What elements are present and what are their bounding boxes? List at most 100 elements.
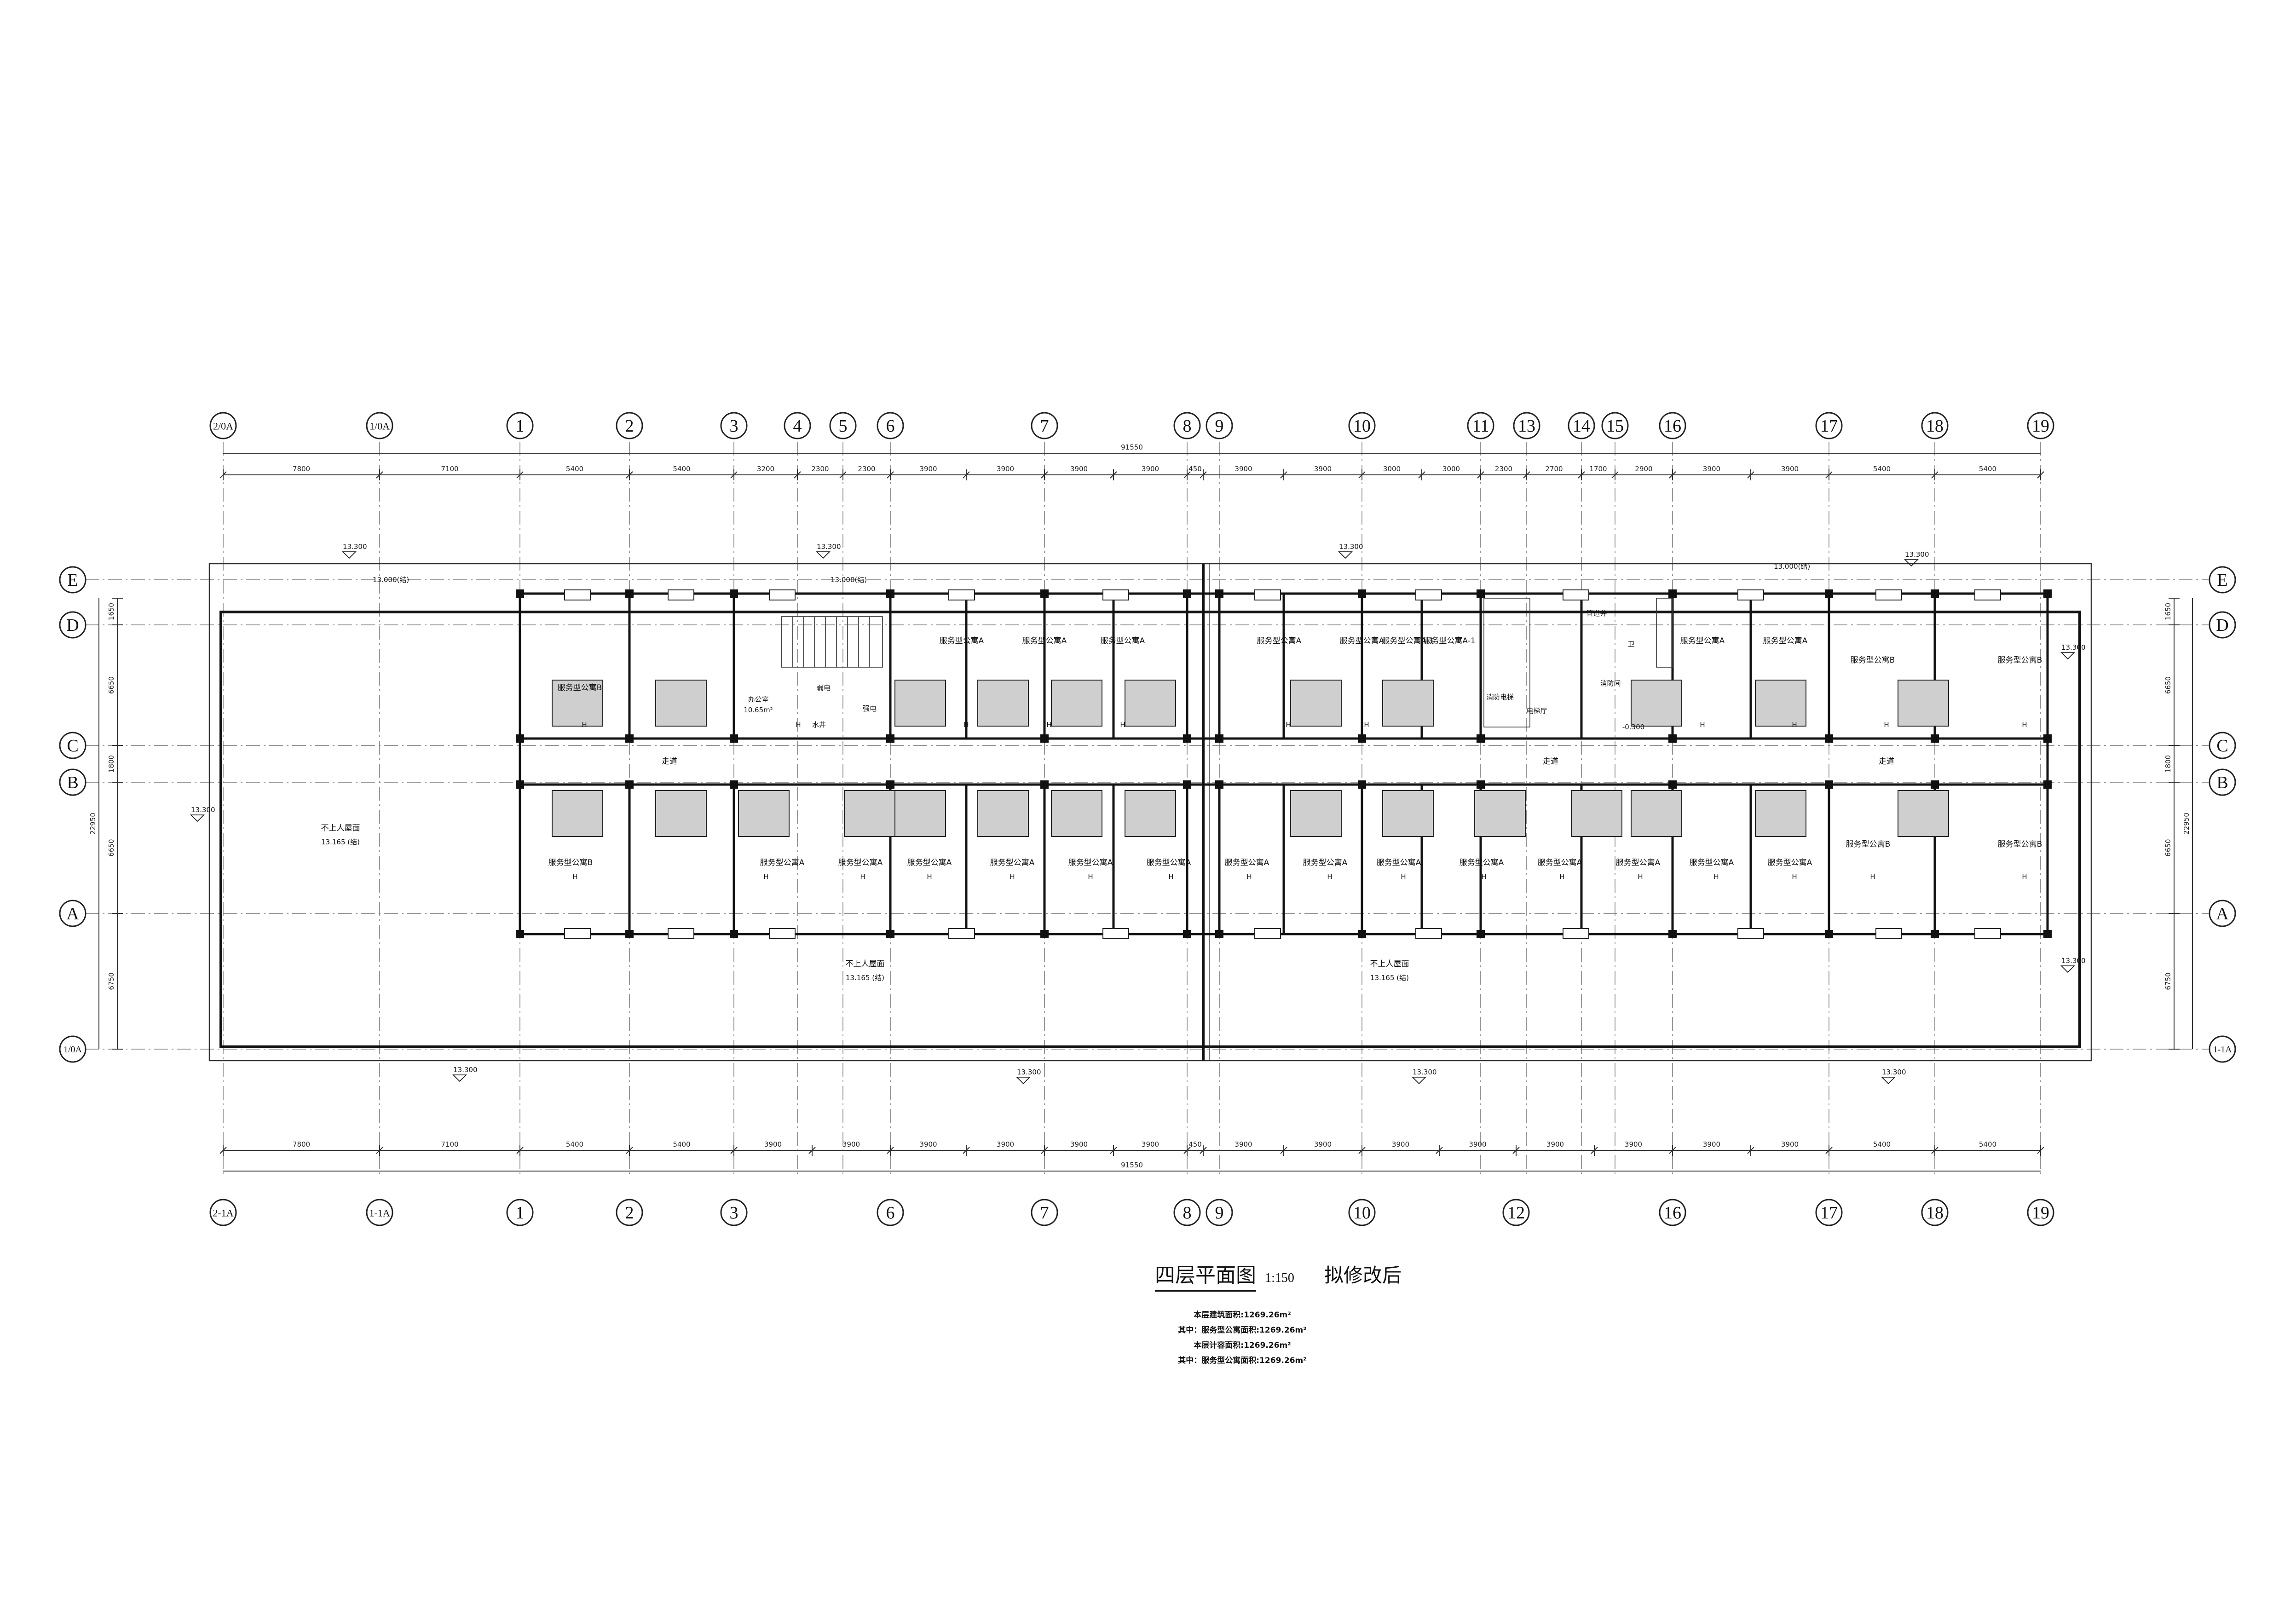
dim-value: 5400 [1873, 465, 1891, 473]
axis-label-left: C [67, 736, 78, 756]
structural-column [730, 589, 738, 598]
axis-label-bottom: 6 [886, 1203, 895, 1223]
window [1254, 589, 1281, 600]
axis-bubble [784, 412, 811, 439]
level-triangle [1338, 551, 1353, 559]
water-well-label: 水井 [812, 721, 826, 729]
structural-column [1358, 589, 1366, 598]
window [948, 928, 975, 939]
bathroom-pod [1898, 790, 1949, 837]
axis-label-right: B [2216, 773, 2228, 792]
level-triangle [452, 1074, 467, 1082]
bath-marker: H [572, 872, 577, 881]
axis-label-left: B [67, 773, 78, 792]
roof-label: 不上人屋面 [1370, 959, 1409, 969]
pipe-well-label: 管道井 [1586, 609, 1607, 618]
structural-column [1358, 930, 1366, 938]
roof-level-label: 13.165 (结) [1370, 974, 1409, 982]
axis-label-right: 1-1A [2213, 1045, 2232, 1055]
structural-column [2043, 780, 2052, 789]
structural-column [1040, 589, 1049, 598]
dim-value: 3900 [1314, 1140, 1332, 1149]
room-label: 服务型公寓A-1 [1423, 636, 1475, 646]
room-label: 服务型公寓A [1763, 636, 1808, 646]
dim-value: 3900 [919, 465, 937, 473]
bath-marker: H [1168, 872, 1173, 881]
room-label: 服务型公寓B [1846, 840, 1891, 849]
dim-value: 2700 [1545, 465, 1563, 473]
corridor-label: 走道 [1543, 757, 1558, 766]
axis-bubble [506, 1199, 534, 1226]
axis-label-top: 7 [1040, 416, 1049, 436]
fire-elevator-label: 消防电梯 [1486, 693, 1514, 701]
axis-label-bottom: 7 [1040, 1203, 1049, 1223]
window [564, 589, 591, 600]
level-mark: 13.300 [1882, 1068, 1906, 1076]
dim-value: 450 [1188, 465, 1202, 473]
dim-value: 5400 [1873, 1140, 1891, 1149]
axis-bubble [1815, 412, 1843, 439]
dim-value: 1800 [2164, 755, 2172, 773]
dim-value: 3900 [1235, 1140, 1252, 1149]
dim-value: 3900 [1781, 465, 1799, 473]
dim-value: 3900 [1314, 465, 1332, 473]
level-triangle [1016, 1077, 1031, 1085]
bathroom-pod [977, 790, 1029, 837]
room-label: 服务型公寓B [1998, 656, 2042, 665]
structural-column [1931, 930, 1939, 938]
axis-label-top: 2 [625, 416, 634, 436]
structural-column [730, 930, 738, 938]
bath-marker: H [1792, 872, 1797, 881]
dim-value: 3900 [1142, 465, 1159, 473]
window [1875, 589, 1902, 600]
window [1875, 928, 1902, 939]
window [668, 928, 694, 939]
axis-bubble [209, 412, 237, 439]
dim-value: 3900 [919, 1140, 937, 1149]
dim-value: 2300 [858, 465, 875, 473]
axis-label-bottom: 18 [1926, 1203, 1944, 1223]
dim-value: 3900 [1546, 1140, 1564, 1149]
window [769, 589, 796, 600]
structural-column [1215, 589, 1223, 598]
dim-value: 3900 [1625, 1140, 1642, 1149]
dim-value: 2300 [1495, 465, 1512, 473]
bathroom-pod [552, 790, 603, 837]
level-mark: 13.300 [191, 806, 215, 814]
window [1974, 928, 2001, 939]
bath-marker: H [1046, 721, 1051, 729]
window [1102, 589, 1129, 600]
bath-marker: H [1010, 872, 1015, 881]
level-triangle [190, 814, 205, 822]
dim-value: 1650 [107, 603, 115, 620]
structural-column [1040, 930, 1049, 938]
axis-bubble [1601, 412, 1629, 439]
axis-bubble [2209, 566, 2236, 594]
roof-edge-level: 13.000(结) [1774, 562, 1810, 571]
dim-value: 3900 [842, 1140, 860, 1149]
structural-column [1477, 589, 1485, 598]
axis-label-top: 1 [516, 416, 525, 436]
dim-total: 91550 [1121, 1161, 1143, 1169]
structural-column [1477, 780, 1485, 789]
wc-label: 卫 [1627, 640, 1634, 648]
bathroom-pod [1898, 680, 1949, 727]
dim-value: 1650 [2164, 603, 2172, 620]
axis-label-bottom: 16 [1664, 1203, 1681, 1223]
structural-column [886, 589, 894, 598]
axis-bubble [59, 768, 87, 796]
stair-core [781, 616, 883, 668]
bath-marker: H [1481, 872, 1486, 881]
structural-column [516, 589, 524, 598]
dim-value: 7800 [293, 1140, 310, 1149]
bathroom-pod [1382, 680, 1434, 727]
structural-column [886, 930, 894, 938]
structural-column [1825, 780, 1833, 789]
axis-bubble [59, 900, 87, 927]
level-mark: 13.300 [1413, 1068, 1437, 1076]
dim-value: 3000 [1383, 465, 1401, 473]
bath-marker: H [1327, 872, 1332, 881]
window [668, 589, 694, 600]
structural-column [730, 734, 738, 743]
